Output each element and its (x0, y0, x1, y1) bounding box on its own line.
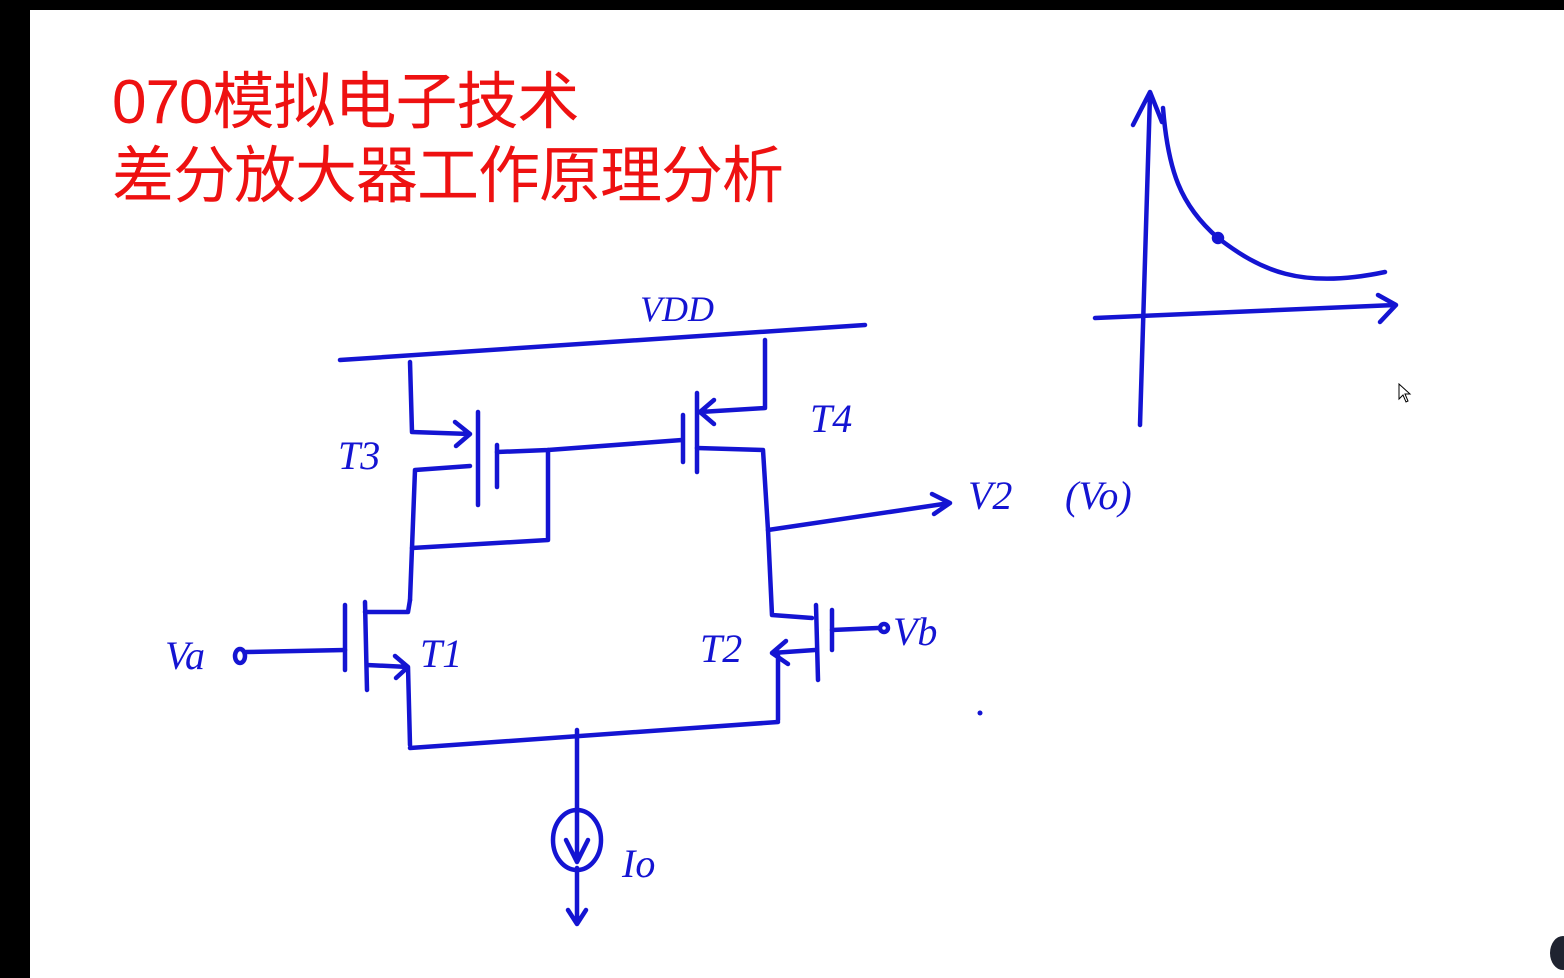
t4-label: T4 (810, 396, 853, 441)
t3-drain-wire (407, 463, 473, 603)
mouse-cursor-icon (1398, 383, 1412, 403)
t2-source-wire (769, 638, 818, 723)
lecture-title: 070模拟电子技术 (112, 68, 579, 137)
io-label: Io (622, 841, 656, 886)
va-terminal (232, 646, 248, 666)
v2-label: V2 (968, 473, 1013, 518)
vb-terminal (877, 621, 891, 635)
lecture-subtitle: 差分放大器工作原理分析 (112, 142, 784, 211)
current-arrow (563, 809, 591, 865)
graph-y-axis (1130, 89, 1165, 428)
t1-drain-wire (362, 597, 413, 615)
tail-wire (407, 719, 781, 751)
t3-label: T3 (338, 433, 381, 478)
t1-channel (362, 599, 370, 693)
t2-gate-lead (829, 625, 881, 633)
graph-point (1211, 231, 1225, 245)
vo-label: (Vo) (1065, 473, 1132, 518)
floating-control-button[interactable] (1550, 936, 1564, 970)
vb-label: Vb (893, 609, 938, 654)
t2-label: T2 (700, 626, 743, 671)
current-source-wire (565, 727, 589, 927)
graph-curve (1160, 105, 1388, 281)
t1-label: T1 (420, 631, 463, 676)
diode-connection (409, 447, 551, 551)
gate-connection (494, 437, 685, 455)
t4-source-wire (697, 337, 768, 427)
t2-channel (813, 602, 821, 683)
va-label: Va (165, 633, 205, 678)
stray-dot (977, 710, 983, 716)
vdd-label: VDD (640, 289, 714, 329)
t1-source-wire (364, 653, 413, 748)
whiteboard-canvas (30, 10, 1564, 978)
t1-gate-lead (243, 647, 348, 655)
vdd-rail (337, 322, 868, 363)
t3-source-wire (407, 359, 473, 449)
t4-drain-wire (694, 445, 815, 621)
graph-x-axis (1092, 292, 1399, 325)
output-wire (765, 491, 953, 533)
